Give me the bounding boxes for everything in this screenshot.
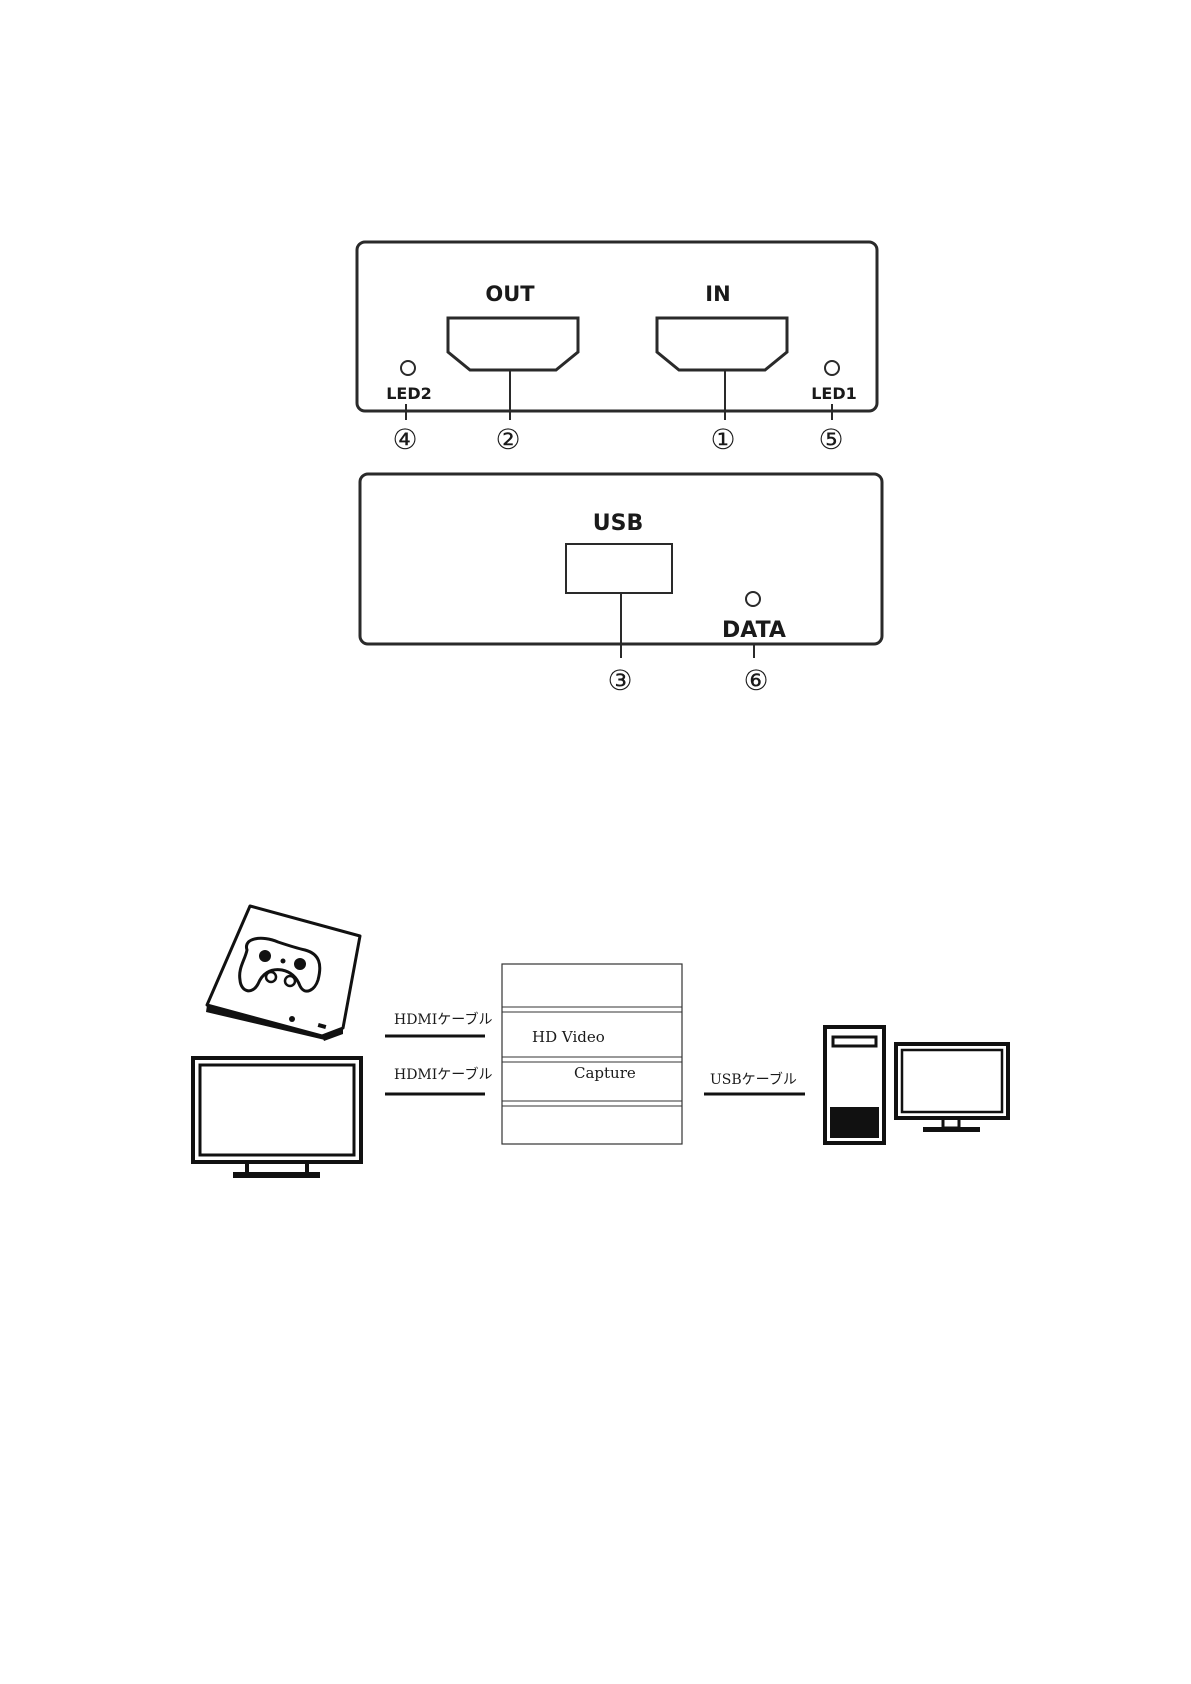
led2-indicator: [401, 361, 415, 375]
desktop-computer-icon: [825, 1027, 1008, 1143]
front-panel: OUT IN LED2 LED1 ④ ② ① ⑤: [357, 242, 877, 456]
usb-port: [566, 544, 672, 593]
callout-number-3: ③: [607, 664, 632, 697]
front-panel-body: [357, 242, 877, 411]
in-port-label: IN: [705, 282, 730, 306]
capture-device: HD Video Capture: [502, 964, 682, 1144]
data-label: DATA: [722, 618, 786, 643]
hdmi-cable-label-2: HDMIケーブル: [394, 1066, 492, 1083]
callout-number-6: ⑥: [743, 664, 768, 697]
capture-device-label-line2: Capture: [574, 1064, 636, 1082]
usb-cable-label: USBケーブル: [710, 1071, 797, 1088]
rear-panel: USB DATA ③ ⑥: [360, 474, 882, 697]
led1-indicator: [825, 361, 839, 375]
led2-label: LED2: [386, 384, 432, 403]
led1-label: LED1: [811, 384, 857, 403]
out-port-label: OUT: [485, 282, 535, 306]
capture-device-label-line1: HD Video: [532, 1028, 605, 1046]
callout-number-1: ①: [710, 423, 735, 456]
data-indicator: [746, 592, 760, 606]
tv-monitor-icon: [193, 1058, 361, 1178]
callout-number-2: ②: [495, 423, 520, 456]
hdmi-in-port: [657, 318, 787, 370]
callout-number-5: ⑤: [818, 423, 843, 456]
callout-number-4: ④: [392, 423, 417, 456]
hdmi-out-port: [448, 318, 578, 370]
game-console-icon: [206, 906, 360, 1041]
hdmi-cable-label-1: HDMIケーブル: [394, 1011, 492, 1028]
connection-diagram: HDMIケーブル HDMIケーブル HD Video Capture USBケー…: [193, 906, 1008, 1178]
usb-port-label: USB: [593, 511, 643, 536]
